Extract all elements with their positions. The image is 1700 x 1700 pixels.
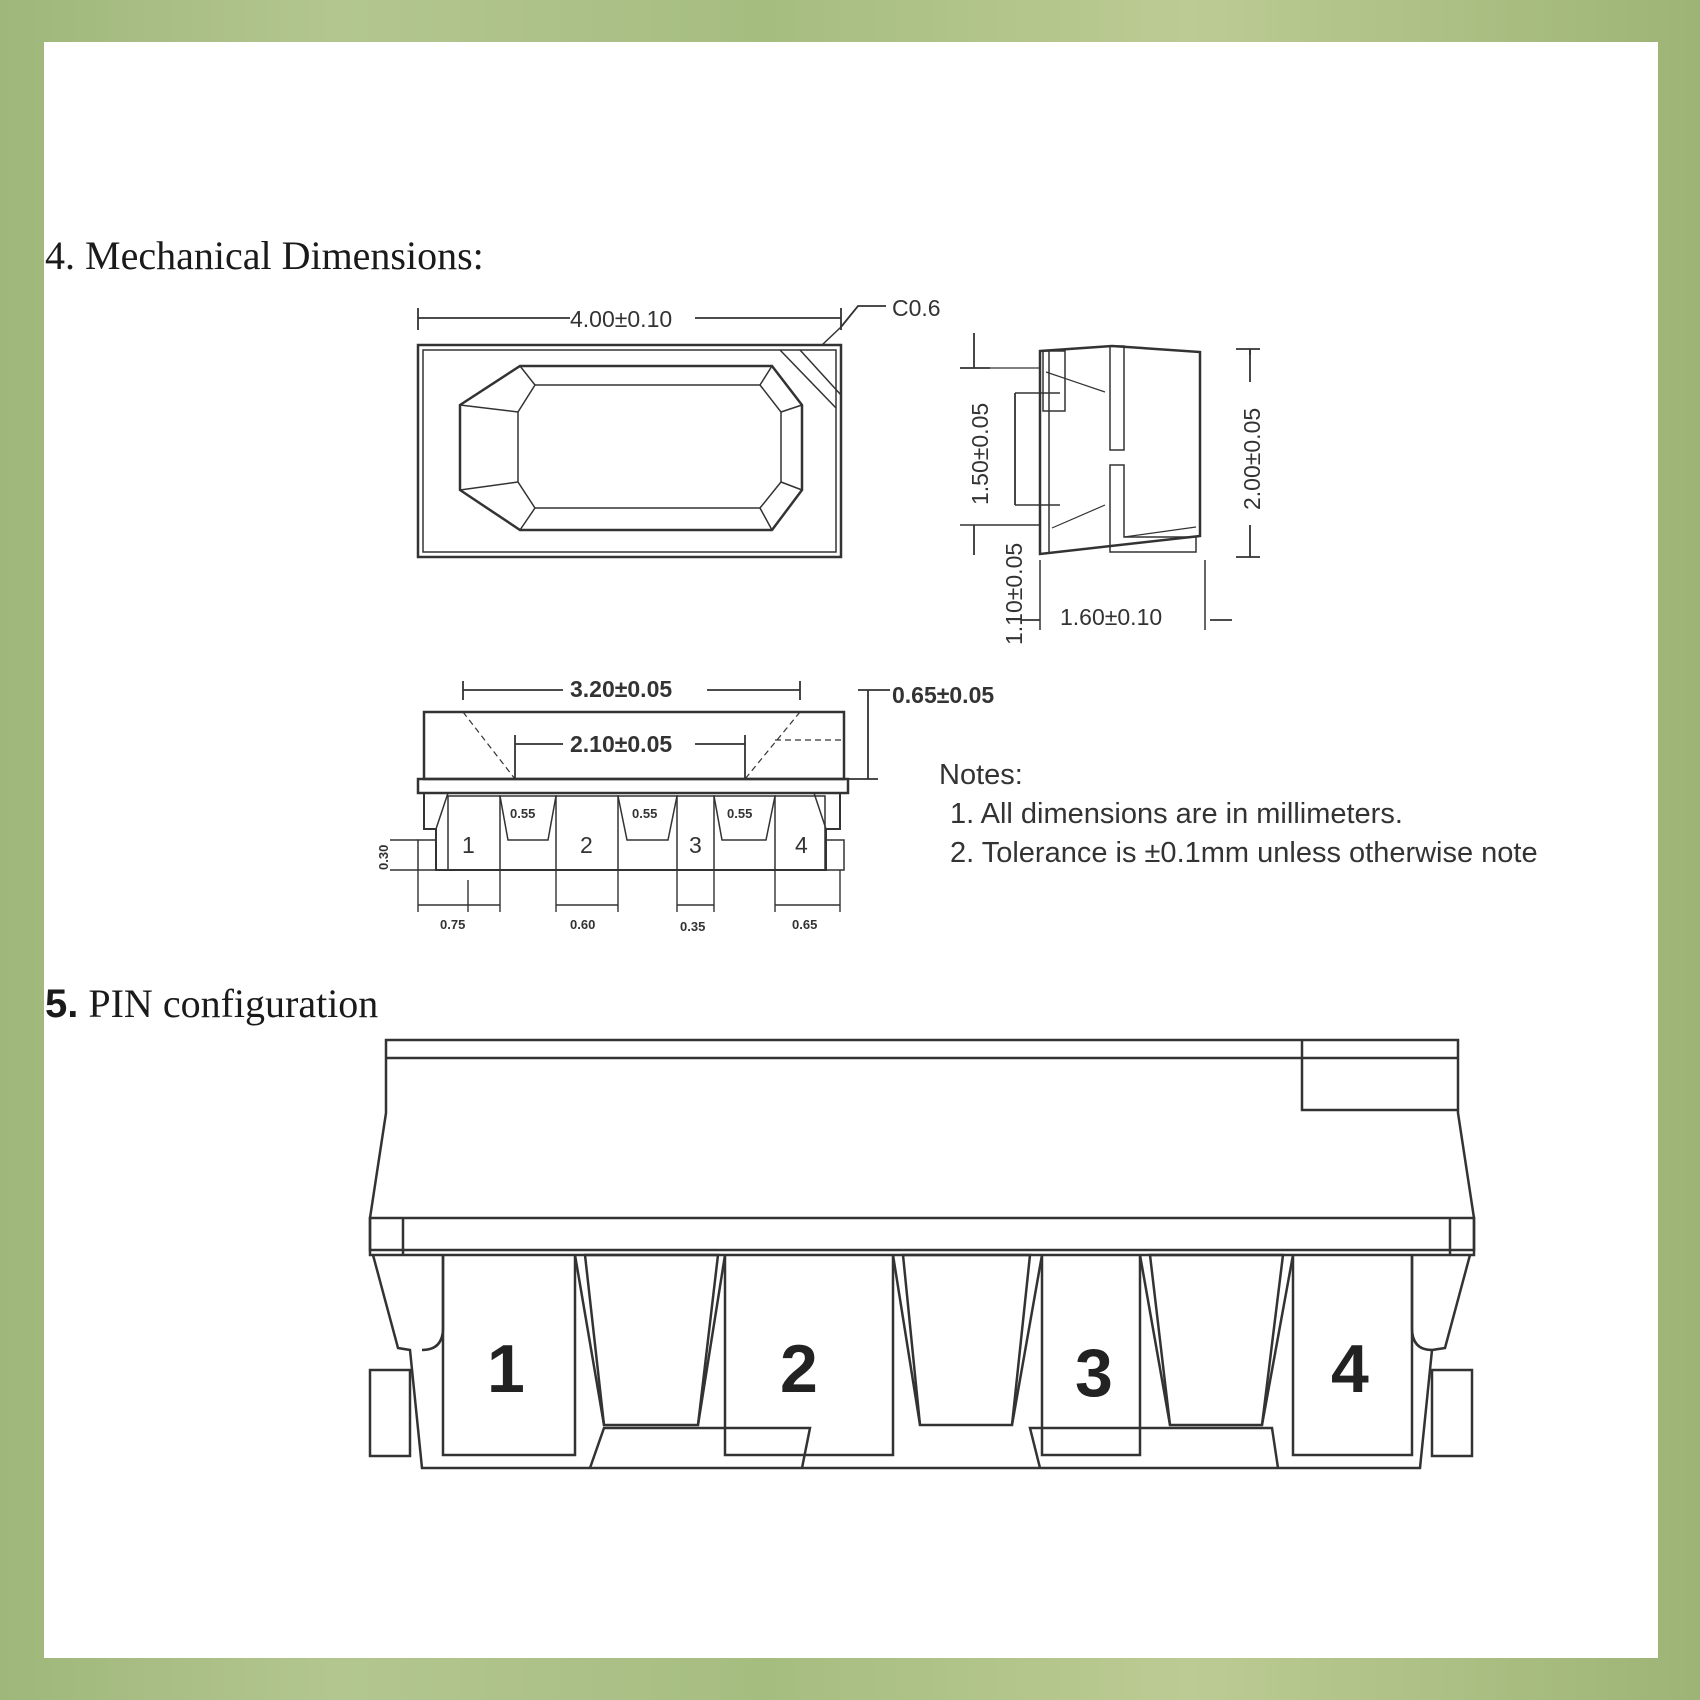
datasheet-page	[44, 42, 1658, 1658]
pin-label-small-2: 2	[580, 832, 593, 858]
dim-front-width: 3.20±0.05	[570, 676, 672, 702]
mechanical-dimensions-heading: 4. Mechanical Dimensions:	[45, 232, 484, 279]
front-view	[390, 681, 890, 912]
dim-lead-height: 0.30	[376, 845, 391, 870]
note-item-2: 2. Tolerance is ±0.1mm unless otherwise …	[950, 837, 1538, 869]
dim-side-lead: 1.10±0.05	[1001, 543, 1027, 645]
note-item-1: 1. All dimensions are in millimeters.	[950, 798, 1403, 830]
section-number: 5.	[45, 982, 79, 1026]
dim-front-inner: 2.10±0.05	[570, 731, 672, 757]
dim-side-depth: 1.60±0.10	[1060, 604, 1162, 630]
dim-side-height-inner: 1.50±0.05	[967, 403, 993, 505]
pin-configuration-view	[368, 1038, 1476, 1470]
dim-pad-gap-3: 0.55	[727, 806, 752, 821]
notes-block: Notes: 1. All dimensions are in millimet…	[939, 756, 1538, 873]
pin-label-small-3: 3	[689, 832, 702, 858]
dim-side-height-total: 2.00±0.05	[1239, 408, 1265, 510]
section-number: 4.	[45, 233, 75, 278]
pin-configuration-heading: 5. PIN configuration	[45, 980, 378, 1027]
dim-pad-4: 0.65	[792, 917, 817, 932]
pin-label-small-4: 4	[795, 832, 808, 858]
dim-front-height: 0.65±0.05	[892, 682, 994, 708]
section-title: PIN configuration	[88, 981, 379, 1026]
top-view	[416, 305, 886, 559]
notes-title: Notes:	[939, 759, 1023, 791]
dim-pad-1: 0.75	[440, 917, 465, 932]
dim-chamfer: C0.6	[892, 295, 941, 321]
dim-pad-gap-1: 0.55	[510, 806, 535, 821]
side-view	[960, 333, 1260, 630]
pin-label-large-1: 1	[487, 1331, 525, 1407]
pin-label-large-3: 3	[1075, 1335, 1113, 1411]
dim-top-width: 4.00±0.10	[570, 306, 672, 332]
dim-pad-gap-2: 0.55	[632, 806, 657, 821]
section-title: Mechanical Dimensions:	[85, 233, 484, 278]
pin-label-large-2: 2	[780, 1331, 818, 1407]
pin-label-small-1: 1	[462, 832, 475, 858]
dim-pad-3: 0.35	[680, 919, 705, 934]
dim-pad-2: 0.60	[570, 917, 595, 932]
pin-label-large-4: 4	[1331, 1331, 1369, 1407]
